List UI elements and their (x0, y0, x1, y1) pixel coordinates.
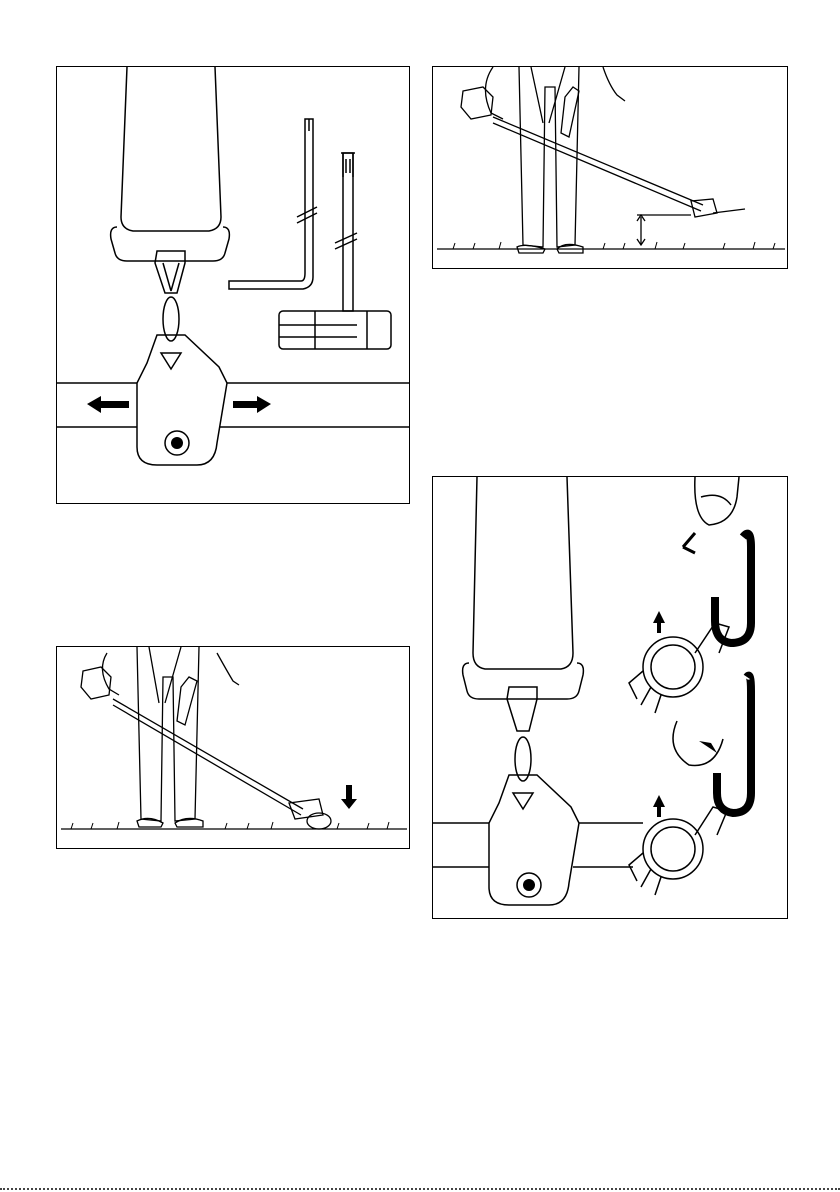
d-ring (111, 227, 230, 261)
hook-eye (161, 353, 181, 369)
harness-hook-and-tools-figure (56, 66, 410, 504)
trimmer-head (289, 799, 323, 819)
socket-wrench (279, 153, 391, 349)
page-footer-rule (0, 1188, 840, 1190)
operator-height-drawing (433, 67, 788, 269)
hex-key (229, 119, 317, 289)
handle (561, 87, 579, 137)
arrow-up-icon-lower (653, 795, 665, 817)
operator-legs (137, 647, 199, 821)
strap (473, 477, 573, 669)
operator-bump-head-figure (56, 646, 410, 849)
operator-cutting-height-figure (432, 66, 788, 269)
operator-legs (519, 67, 579, 247)
operator-left-arm (102, 653, 119, 695)
upper-clip-detail (629, 477, 739, 713)
quick-release-drawing (433, 477, 788, 919)
harness-hook-drawing (57, 67, 410, 504)
arrow-left-icon (87, 396, 129, 413)
shaft (493, 117, 703, 211)
harness-quick-release-figure (432, 476, 788, 919)
operator-bump-drawing (57, 647, 410, 849)
finger-upper (695, 477, 739, 525)
strap (121, 67, 221, 231)
arrow-right-icon (699, 741, 717, 753)
finger-lower (673, 721, 723, 765)
arrow-up-icon (653, 611, 665, 633)
carabiner-upper (715, 534, 751, 643)
arrow-down-icon (341, 785, 357, 809)
engine (461, 87, 493, 119)
arrow-left-icon (683, 533, 695, 553)
shaft (113, 699, 303, 815)
handle (177, 677, 197, 725)
buckle (507, 687, 537, 731)
arrow-right-icon (233, 396, 271, 413)
